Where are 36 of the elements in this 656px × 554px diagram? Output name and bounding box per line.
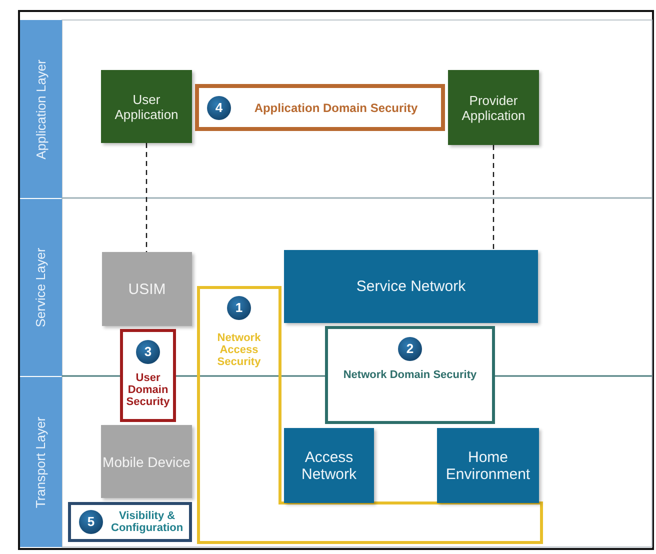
layer-band <box>20 199 62 376</box>
device-box <box>101 425 192 498</box>
dashed-connector <box>146 143 148 252</box>
box-label: Provider Application <box>460 92 526 122</box>
security-domain-box <box>325 326 495 424</box>
box-label: Home Environment <box>444 448 532 482</box>
layer-label: Application Layer <box>34 59 48 159</box>
usim-box <box>102 252 192 326</box>
application-box <box>448 70 539 145</box>
number-badge: 1 <box>227 296 251 320</box>
number-badge: 2 <box>398 337 422 361</box>
layer-label: Transport Layer <box>34 416 48 508</box>
number-badge: 5 <box>79 510 103 534</box>
security-domain-box <box>68 502 192 542</box>
domain-label: Network Access Security <box>216 332 262 368</box>
layer-band <box>20 377 62 547</box>
environment-box <box>437 428 539 503</box>
domain-label: Visibility & Configuration <box>111 510 184 534</box>
box-label: User Application <box>114 92 180 122</box>
domain-label: Network Domain Security <box>343 369 477 381</box>
layer-band <box>20 20 62 198</box>
number-badge: 3 <box>136 340 160 364</box>
dashed-connector <box>492 145 494 250</box>
domain-label: Application Domain Security <box>253 100 419 114</box>
security-domain-box <box>195 84 445 131</box>
application-box <box>101 70 192 143</box>
box-label: Service Network <box>356 278 466 295</box>
box-label: Mobile Device <box>102 454 190 470</box>
network-box <box>284 428 374 503</box>
domain-label: User Domain Security <box>125 372 171 408</box>
layer-label: Service Layer <box>34 248 48 328</box>
network-box <box>284 250 538 323</box>
number-badge: 4 <box>207 96 231 120</box>
security-domain-box <box>120 329 176 422</box>
box-label: Access Network <box>300 448 358 482</box>
box-label: USIM <box>128 280 166 298</box>
